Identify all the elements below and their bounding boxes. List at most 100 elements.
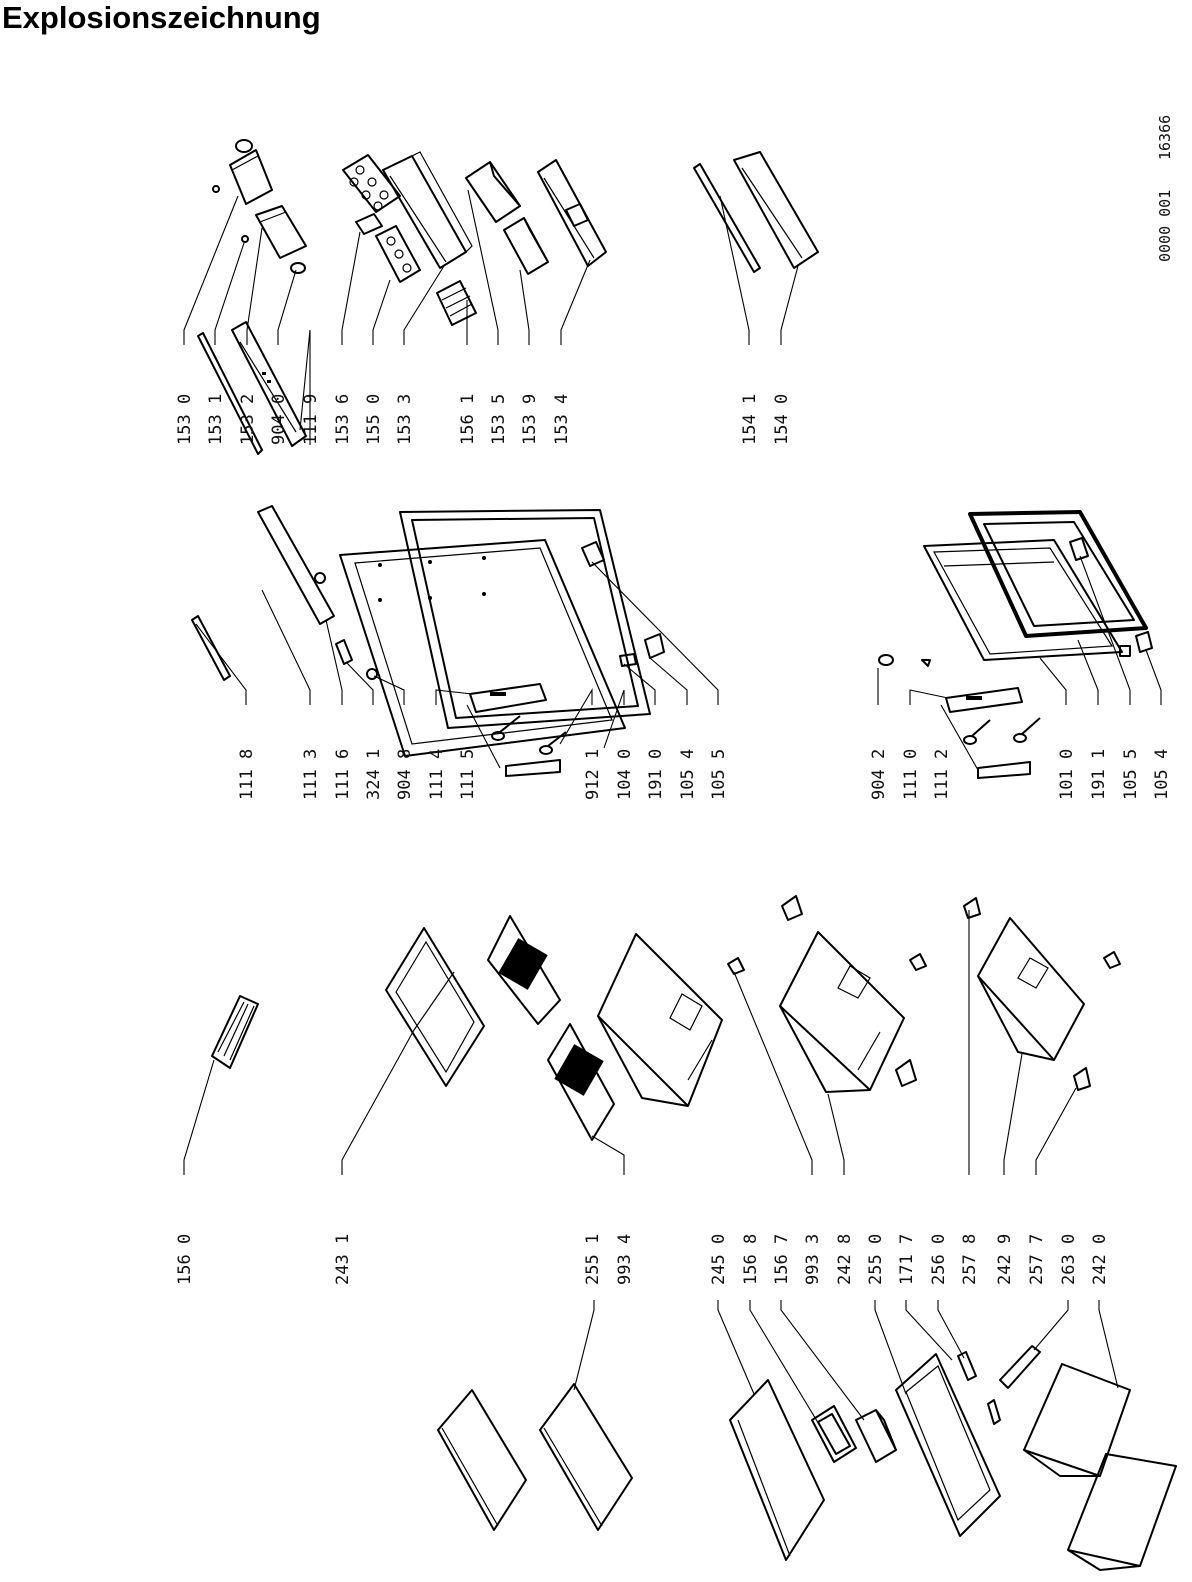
door-shelf-group [212, 139, 819, 326]
part-label: 156 8 [741, 1234, 761, 1285]
part-label: 155 0 [364, 394, 384, 445]
part-freezer-hinge [1069, 537, 1089, 561]
part-vegetable-drawer-upper [597, 933, 723, 1107]
part-hinge-top [581, 541, 605, 567]
part-drawer-cap-a [727, 957, 745, 975]
part-label: 912 1 [583, 749, 603, 800]
drawing-number-id: 16366 [1156, 115, 1174, 160]
part-door-gasket [399, 509, 651, 729]
part-clip [355, 213, 383, 235]
part-glass-shelf-upper [385, 927, 485, 1087]
part-screw-freezer-a [963, 719, 991, 745]
part-drawer-cap-b [909, 953, 927, 971]
part-label: 105 5 [709, 749, 729, 800]
part-label: 111 2 [932, 749, 952, 800]
part-screw-lower [539, 731, 567, 755]
part-drawer-cap-c [1103, 951, 1121, 969]
part-frame-small [811, 1405, 857, 1463]
part-label: 111 9 [301, 394, 321, 445]
page-title: Explosionszeichnung [2, 0, 321, 35]
part-label: 191 1 [1089, 749, 1109, 800]
part-label: 111 5 [458, 749, 478, 800]
part-drawer-bracket-a [781, 895, 803, 921]
part-label: 256 0 [929, 1234, 949, 1285]
part-glass-shelf-c [729, 1379, 825, 1561]
part-door-stop [619, 653, 637, 667]
part-cheese-box [503, 217, 549, 275]
part-egg-tray-lower [375, 225, 421, 283]
part-label: 153 4 [552, 394, 572, 445]
part-crisper-cover-a [487, 915, 561, 1025]
part-label: 243 1 [333, 1234, 353, 1285]
part-label: 255 1 [583, 1234, 603, 1285]
part-label: 171 7 [897, 1234, 917, 1285]
part-label: 154 1 [740, 394, 760, 445]
part-label: 242 8 [835, 1234, 855, 1285]
part-label: 111 3 [301, 749, 321, 800]
fridge-door-group [191, 321, 665, 777]
part-label: 111 0 [901, 749, 921, 800]
part-small-bracket [335, 639, 353, 665]
part-label: 324 1 [364, 749, 384, 800]
part-screw-cap [366, 668, 378, 680]
part-strip-a [957, 1351, 977, 1381]
part-glass-shelf-b [539, 1383, 633, 1531]
part-door-panel [339, 539, 626, 757]
part-label: 242 0 [1090, 1234, 1110, 1285]
part-screw-small [921, 659, 931, 667]
part-bottle-shelf [693, 151, 819, 273]
part-screw-upper [491, 715, 521, 741]
part-plug [314, 572, 326, 584]
part-drawer-bracket-d [1073, 1067, 1091, 1091]
part-label: 153 6 [333, 394, 353, 445]
part-hinge-cover-upper [212, 139, 273, 205]
part-freezer-flap [895, 1353, 1001, 1537]
part-small-holder [436, 280, 477, 326]
part-freezer-basket-b [1067, 1453, 1177, 1571]
part-label: 255 0 [866, 1234, 886, 1285]
part-freezer-basket-a [1023, 1363, 1131, 1477]
part-lower-hinge [644, 633, 665, 659]
part-shim [505, 759, 561, 777]
part-label: 154 0 [772, 394, 792, 445]
part-cap [878, 654, 894, 666]
part-label: 263 0 [1059, 1234, 1079, 1285]
part-label: 153 1 [206, 394, 226, 445]
part-egg-tray-upper [342, 154, 401, 213]
freezer-door-group [878, 510, 1153, 779]
part-freezer-stop [1119, 645, 1131, 657]
part-freezer-gasket [968, 510, 1148, 638]
part-crisper-cover-b [547, 1023, 615, 1141]
part-egg-rack [211, 995, 259, 1069]
part-label: 111 4 [427, 749, 447, 800]
part-label: 257 8 [960, 1234, 980, 1285]
part-strip-b [987, 1399, 1001, 1425]
part-label: 904 2 [869, 749, 889, 800]
part-control-panel [231, 321, 307, 447]
leader-lines [183, 189, 1162, 1427]
part-shim-freezer [977, 761, 1031, 779]
part-label: 153 3 [395, 394, 415, 445]
part-hinge-plate [469, 683, 547, 713]
part-label: 105 4 [1152, 749, 1172, 800]
part-butter-box [465, 161, 521, 223]
part-label: 257 7 [1027, 1234, 1047, 1285]
part-label: 904 8 [395, 749, 415, 800]
part-cover-strip [257, 505, 335, 625]
part-light-strip [191, 615, 231, 681]
part-drawer-bracket-c [963, 897, 981, 919]
part-labels: 153 0 153 1 153 2 904 0 111 9 153 6 155 … [175, 394, 1172, 1285]
part-freezer-door-panel [923, 539, 1123, 661]
part-label: 101 0 [1057, 749, 1077, 800]
part-label: 156 1 [458, 394, 478, 445]
part-cover-rail [999, 1345, 1041, 1389]
part-label: 156 7 [772, 1234, 792, 1285]
part-label: 153 2 [238, 394, 258, 445]
part-door-shelf-long [382, 151, 473, 269]
part-label: 993 3 [803, 1234, 823, 1285]
part-door-shelf-medium [537, 159, 607, 267]
drawing-number-series: 0000 001 [1156, 190, 1174, 262]
part-hinge-plate-freezer [945, 687, 1023, 713]
part-vegetable-drawer-middle [779, 931, 905, 1093]
